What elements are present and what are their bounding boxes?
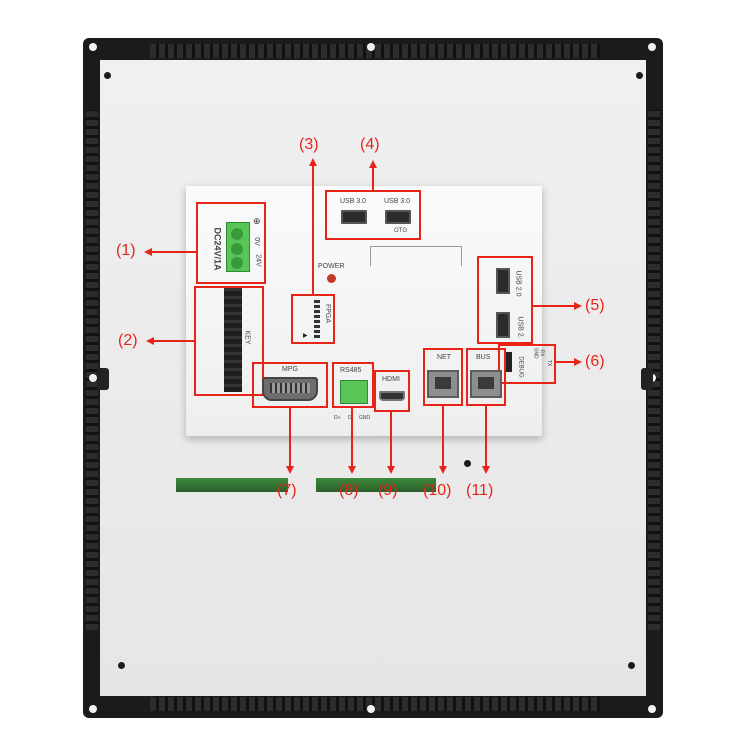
net-label: NET xyxy=(437,354,451,361)
callout-10: (10) xyxy=(423,482,452,499)
mpg-label: MPG xyxy=(282,366,298,373)
rs485-dplus-label: D+ xyxy=(334,415,341,421)
mount-hole xyxy=(89,43,97,51)
usb30-a-label: USB 3.0 xyxy=(340,198,367,205)
callout-11: (11) xyxy=(466,482,494,499)
side-clip xyxy=(641,368,653,390)
usb30-highlight xyxy=(325,190,421,240)
terminal-rail-right xyxy=(316,478,436,492)
bus-highlight xyxy=(466,348,506,406)
mount-hole xyxy=(89,705,97,713)
net-highlight xyxy=(423,348,463,406)
mpg-highlight xyxy=(252,362,328,408)
hdmi-highlight xyxy=(374,370,410,412)
usb-bracket-line xyxy=(370,246,462,266)
bezel-grip-left xyxy=(86,110,98,630)
usb30-b-label: USB 3.0 xyxy=(384,198,411,205)
debug-highlight xyxy=(498,344,556,384)
terminal-rail-left xyxy=(176,478,288,492)
callout-3: (3) xyxy=(299,136,319,153)
pin1-marker-icon: ▶ xyxy=(303,333,308,339)
rs485-dminus-label: D- xyxy=(348,415,354,421)
rs485-highlight xyxy=(332,362,374,408)
callout-5: (5) xyxy=(585,297,605,314)
mount-hole xyxy=(367,43,375,51)
power-terminal-highlight xyxy=(196,202,266,284)
terminal-screw xyxy=(231,228,243,240)
callout-1: (1) xyxy=(116,242,136,259)
mount-hole xyxy=(89,374,97,382)
ground-icon: ⊕ xyxy=(253,216,261,226)
bezel-grip-bottom xyxy=(150,697,600,711)
callout-4: (4) xyxy=(360,136,380,153)
rs485-label: RS485 xyxy=(340,367,362,374)
rs485-gnd-label: GND xyxy=(359,415,371,421)
debug-header xyxy=(504,352,512,372)
net-rj45-port xyxy=(427,370,459,398)
usb20-highlight xyxy=(477,256,533,344)
screw xyxy=(636,72,643,79)
screw xyxy=(104,72,111,79)
usb20-port-a xyxy=(496,268,510,294)
fpga-header xyxy=(314,298,320,338)
bus-label: BUS xyxy=(476,354,491,361)
mpg-pins xyxy=(270,383,310,393)
bus-rj45-port xyxy=(470,370,502,398)
usb30-port-b xyxy=(385,210,411,224)
power-led-label: POWER xyxy=(318,263,345,270)
otg-label: OTG xyxy=(394,228,407,234)
hdmi-label: HDMI xyxy=(382,376,400,383)
usb20-port-b xyxy=(496,312,510,338)
mount-hole xyxy=(648,705,656,713)
key-slot-highlight xyxy=(194,286,264,396)
callout-6: (6) xyxy=(585,353,605,370)
callout-2: (2) xyxy=(118,332,138,349)
rs485-terminal-block xyxy=(340,380,368,404)
power-led xyxy=(327,274,336,283)
screw xyxy=(464,460,471,467)
terminal-screw xyxy=(231,243,243,255)
rj45-jack xyxy=(478,377,494,389)
screw xyxy=(118,662,125,669)
usb30-port-a xyxy=(341,210,367,224)
callout-8: (8) xyxy=(339,482,359,499)
key-connector xyxy=(224,288,242,392)
bezel-grip-right xyxy=(648,110,660,630)
mount-hole xyxy=(367,705,375,713)
screw xyxy=(628,662,635,669)
side-clip xyxy=(97,368,109,390)
hdmi-port xyxy=(379,391,405,401)
terminal-screw xyxy=(231,257,243,269)
callout-7: (7) xyxy=(277,482,297,499)
fpga-highlight xyxy=(291,294,335,344)
rj45-jack xyxy=(435,377,451,389)
callout-9: (9) xyxy=(378,482,398,499)
mount-hole xyxy=(648,43,656,51)
bezel-grip-top xyxy=(150,44,600,58)
